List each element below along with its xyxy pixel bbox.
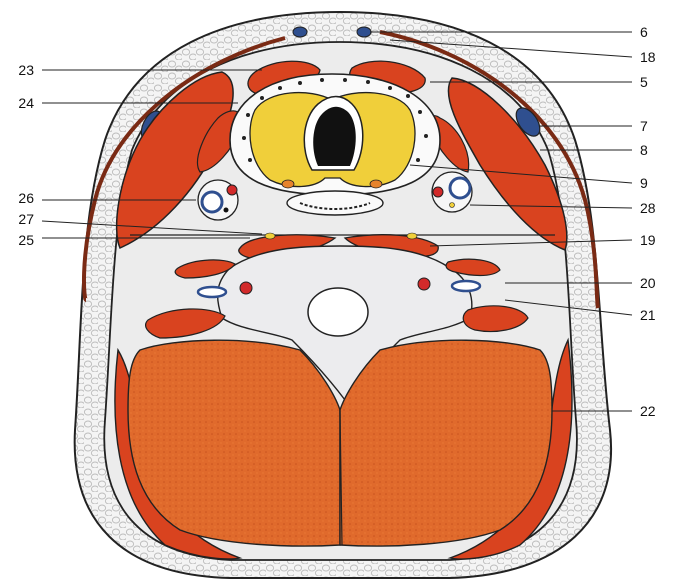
sympathetic-trunk-left [265,233,275,239]
label-26: 26 [4,190,34,206]
anterior-jugular-vein-left [293,27,307,37]
label-6: 6 [640,24,670,40]
label-27: 27 [4,211,34,227]
anterior-jugular-vein-right [357,27,371,37]
label-18: 18 [640,49,670,65]
parathyroid-right [370,180,382,188]
sympathetic-trunk-right [407,233,417,239]
label-19: 19 [640,232,670,248]
parathyroid-left [282,180,294,188]
internal-jugular-vein-right [450,178,470,198]
common-carotid-artery-right [433,187,443,197]
label-9: 9 [640,175,670,191]
vertebral-artery-left [240,282,252,294]
label-22: 22 [640,403,670,419]
spinal-canal [308,288,368,336]
common-carotid-artery-left [227,185,237,195]
vertebral-artery-right [418,278,430,290]
label-21: 21 [640,307,670,323]
label-7: 7 [640,118,670,134]
label-24: 24 [4,95,34,111]
vagus-nerve-left [224,208,229,213]
label-23: 23 [4,62,34,78]
transverse-foramen-left [198,287,226,297]
label-20: 20 [640,275,670,291]
label-8: 8 [640,142,670,158]
label-28: 28 [640,200,670,216]
transverse-foramen-right [452,281,480,291]
label-25: 25 [4,232,34,248]
label-5: 5 [640,74,670,90]
internal-jugular-vein-left [202,192,222,212]
vagus-nerve-right [450,203,455,208]
